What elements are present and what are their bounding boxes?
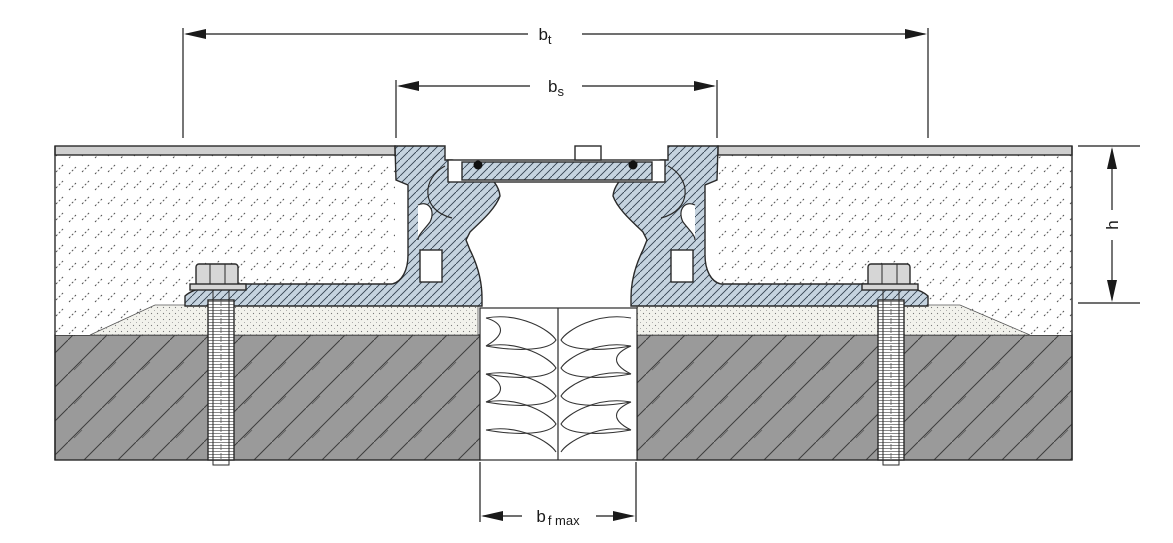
dimension-bfmax-main: b xyxy=(536,507,545,526)
dimension-bt: bt xyxy=(182,25,929,138)
profile-right-hook xyxy=(680,203,696,241)
svg-text:bs: bs xyxy=(548,77,564,99)
mortar-bed-left xyxy=(89,304,479,336)
anchor-bolt-left xyxy=(189,263,247,466)
dimension-bfmax-sub: f max xyxy=(548,513,580,528)
seal-dot-right xyxy=(628,160,638,170)
profile-left-slot xyxy=(419,249,443,283)
profile-right-arc xyxy=(660,165,686,219)
anchor-bolt-right xyxy=(861,263,919,466)
dimension-bs: bs xyxy=(395,77,718,138)
floor-surface-left xyxy=(54,145,396,156)
seal-dot-left xyxy=(473,160,483,170)
dimension-bs-sub: s xyxy=(557,84,564,99)
cover-plate-gap xyxy=(574,145,602,161)
dimension-bs-main: b xyxy=(548,77,557,96)
profile-right-slot xyxy=(670,249,694,283)
dimension-bt-main: b xyxy=(538,25,547,44)
dimension-h: h xyxy=(1078,145,1140,304)
cover-plate-bar xyxy=(461,161,653,181)
joint-filler-waves-left xyxy=(485,316,557,453)
concrete-slab-left xyxy=(54,334,481,461)
dimension-bt-sub: t xyxy=(548,32,552,47)
concrete-slab-right xyxy=(636,334,1073,461)
mortar-bed-right xyxy=(636,304,1031,336)
svg-text:bf max: bf max xyxy=(536,507,580,528)
joint-filler-waves-right xyxy=(560,316,632,453)
profile-left-hook xyxy=(417,203,433,241)
profile-left-arc xyxy=(427,165,453,219)
floor-surface-right xyxy=(717,145,1073,156)
svg-text:bt: bt xyxy=(538,25,551,47)
dimension-h-label: h xyxy=(1103,220,1122,229)
